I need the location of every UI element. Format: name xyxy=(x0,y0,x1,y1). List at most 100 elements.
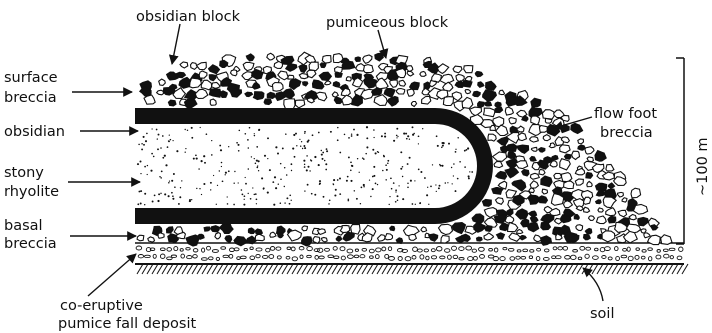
pumiceous-clast xyxy=(464,66,473,73)
pumiceous-clast xyxy=(255,234,264,240)
pumiceous-clast xyxy=(212,83,221,89)
rhyolite-speck xyxy=(389,196,390,197)
soil-hatch-line xyxy=(457,264,463,274)
obsidian-clast xyxy=(209,65,220,74)
rhyolite-speck xyxy=(369,179,370,180)
pumice-clast xyxy=(376,248,381,252)
obsidian-clast xyxy=(211,226,220,232)
rhyolite-speck xyxy=(353,129,355,131)
pumiceous-clast xyxy=(421,227,427,232)
pumiceous-clast xyxy=(409,234,417,240)
rhyolite-speck xyxy=(251,156,252,157)
rhyolite-speck xyxy=(210,189,211,190)
obsidian-clast xyxy=(475,72,482,77)
rhyolite-speck xyxy=(348,137,350,139)
pumice-clast xyxy=(440,256,445,259)
rhyolite-speck xyxy=(180,187,181,188)
rhyolite-speck xyxy=(455,190,457,192)
rhyolite-speck xyxy=(387,160,389,162)
pumiceous-clast xyxy=(587,181,592,186)
rhyolite-speck xyxy=(193,158,195,160)
rhyolite-speck xyxy=(234,171,235,172)
pumice-clast xyxy=(145,255,151,257)
pumiceous-clast xyxy=(530,181,538,188)
obsidian-clast xyxy=(478,102,485,108)
pumiceous-clast xyxy=(596,216,606,224)
pumice-clast xyxy=(453,255,458,258)
flow-foot-breccia-label-line1: flow foot xyxy=(594,106,657,122)
rhyolite-speck xyxy=(274,176,276,178)
pumice-clast xyxy=(664,254,669,258)
pumiceous-clast xyxy=(598,208,603,212)
rhyolite-speck xyxy=(217,185,218,186)
soil-hatch-line xyxy=(377,264,383,274)
pumice-clast xyxy=(656,255,661,259)
rhyolite-speck xyxy=(351,165,353,167)
rhyolite-speck xyxy=(427,187,428,188)
rhyolite-speck xyxy=(256,160,257,161)
rhyolite-speck xyxy=(372,149,374,151)
rhyolite-speck xyxy=(455,149,456,150)
pumice-clast xyxy=(621,255,627,258)
pumiceous-clast xyxy=(137,235,144,241)
rhyolite-speck xyxy=(304,190,305,191)
soil-hatch-line xyxy=(462,264,468,274)
obsidian-clast xyxy=(596,200,602,204)
obsidian-clast xyxy=(492,188,503,195)
rhyolite-speck xyxy=(351,134,352,135)
obsidian-clast xyxy=(302,237,313,246)
pumice-clast xyxy=(628,256,633,260)
stony-rhyolite-label-line1: stony xyxy=(4,165,44,181)
rhyolite-speck xyxy=(366,126,368,128)
rhyolite-speck xyxy=(164,155,166,157)
pumice-clast xyxy=(250,247,253,250)
pumiceous-clast xyxy=(622,198,627,202)
rhyolite-speck xyxy=(237,144,239,146)
pumiceous-clast xyxy=(197,62,207,69)
pumiceous-clast xyxy=(351,225,361,235)
obsidian-clast xyxy=(253,92,264,100)
rhyolite-speck xyxy=(140,173,141,174)
soil-hatch-line xyxy=(337,264,343,274)
soil-hatch-line xyxy=(627,264,633,274)
obsidian-label: obsidian xyxy=(4,124,65,140)
rhyolite-speck xyxy=(169,180,170,181)
pumiceous-clast xyxy=(549,143,555,148)
rhyolite-speck xyxy=(143,136,145,138)
soil-hatch-line xyxy=(397,264,403,274)
pumice-clast xyxy=(405,257,411,261)
pumiceous-clast xyxy=(564,201,573,208)
pumiceous-clast xyxy=(560,159,571,170)
obsidian-clast xyxy=(497,233,505,239)
rhyolite-speck xyxy=(333,183,334,184)
rhyolite-speck xyxy=(143,144,145,146)
pumiceous-clast xyxy=(307,70,316,78)
rhyolite-speck xyxy=(309,170,310,171)
pumiceous-clast xyxy=(490,125,495,130)
obsidian-clast xyxy=(452,223,465,234)
obsidian-block-arrow xyxy=(172,24,180,64)
rhyolite-speck xyxy=(254,133,255,134)
pumice-clast xyxy=(307,247,313,251)
pumiceous-clast xyxy=(180,62,188,68)
pumice-clast xyxy=(595,248,599,251)
obsidian-band xyxy=(135,108,493,224)
pumiceous-clast xyxy=(554,173,562,179)
pumiceous-clast xyxy=(309,62,318,70)
pumice-clast xyxy=(494,248,498,252)
rhyolite-speck xyxy=(304,133,305,134)
rhyolite-speck xyxy=(375,183,377,185)
obsidian-clast xyxy=(410,82,420,90)
pumice-clast xyxy=(354,255,358,258)
rhyolite-speck xyxy=(459,161,461,163)
obsidian-clast xyxy=(384,89,395,98)
rhyolite-speck xyxy=(440,165,442,167)
pumiceous-clast xyxy=(534,235,542,242)
rhyolite-speck xyxy=(350,161,352,163)
rhyolite-speck xyxy=(363,184,365,186)
rhyolite-speck xyxy=(263,188,265,190)
pumice-clast xyxy=(229,254,233,258)
obsidian-clast xyxy=(527,223,538,232)
rhyolite-speck xyxy=(157,138,158,139)
rhyolite-speck xyxy=(289,194,291,196)
